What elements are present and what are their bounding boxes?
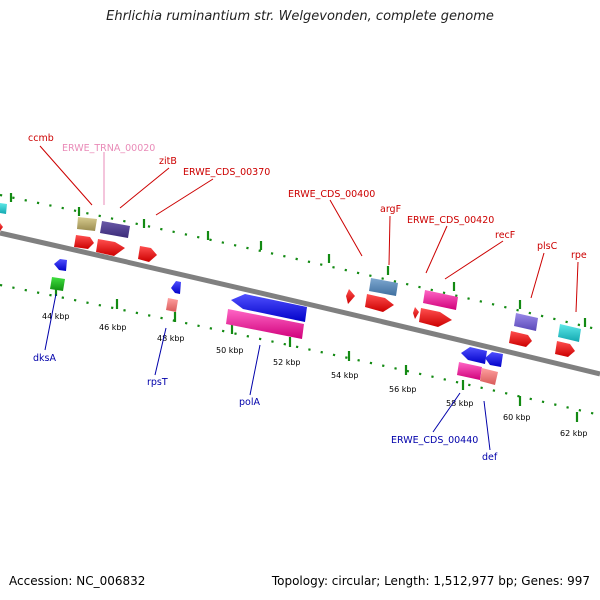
feature-red-e bbox=[419, 308, 452, 327]
gene-label-rpst: rpsT bbox=[147, 377, 168, 388]
feature-magenta-long bbox=[226, 309, 304, 339]
feature-red-tri bbox=[413, 307, 419, 319]
gene-label-recf: recF bbox=[495, 230, 515, 241]
features-forward bbox=[0, 203, 581, 357]
gene-label-zitb: zitB bbox=[159, 156, 177, 167]
gene-label-erwe-cds-00440: ERWE_CDS_00440 bbox=[391, 435, 478, 446]
feature-red-a bbox=[74, 235, 94, 249]
features-reverse bbox=[50, 259, 503, 385]
feature-zitb bbox=[100, 221, 130, 238]
scale-label: 58 kbp bbox=[446, 399, 474, 408]
leader-lines-bottom bbox=[44, 293, 491, 451]
gene-labels-bottom: dksA rpsT polA ERWE_CDS_00440 def bbox=[33, 353, 498, 463]
feature-def bbox=[480, 368, 498, 385]
scale-label: 50 kbp bbox=[216, 346, 244, 355]
feature-blue-rpst bbox=[171, 281, 181, 294]
map-title: Ehrlichia ruminantium str. Welgevonden, … bbox=[106, 9, 494, 24]
gene-label-argf: argF bbox=[380, 204, 401, 215]
genome-summary: Topology: circular; Length: 1,512,977 bp… bbox=[271, 574, 590, 588]
feature-rpe bbox=[558, 324, 581, 342]
feature-blue-b bbox=[485, 352, 503, 367]
feature-salmon bbox=[166, 298, 178, 312]
gene-label-erwe-cds-00420: ERWE_CDS_00420 bbox=[407, 215, 494, 226]
feature-ccmb bbox=[77, 217, 97, 231]
gene-label-ccmb: ccmb bbox=[28, 133, 54, 144]
feature-cyan-left bbox=[0, 203, 7, 214]
feature-argf bbox=[369, 278, 398, 296]
feature-red-d bbox=[365, 294, 394, 312]
gene-labels-top: ccmb ERWE_TRNA_00020 zitB ERWE_CDS_00370… bbox=[28, 133, 587, 261]
gene-label-dksa: dksA bbox=[33, 353, 56, 364]
gene-label-rpe: rpe bbox=[571, 250, 587, 261]
feature-blue-dksa bbox=[54, 259, 67, 271]
feature-red-g bbox=[555, 341, 575, 357]
feature-green bbox=[50, 277, 65, 291]
feature-erwe-cds-00440 bbox=[457, 362, 482, 380]
feature-blue-a bbox=[461, 347, 487, 364]
feature-red-b bbox=[96, 239, 125, 256]
scale-label: 54 kbp bbox=[331, 371, 359, 380]
scale-label: 52 kbp bbox=[273, 358, 301, 367]
scale-label: 62 kbp bbox=[560, 429, 588, 438]
scale-label: 48 kbp bbox=[157, 334, 185, 343]
gene-label-plsc: plsC bbox=[537, 241, 558, 252]
scale-label: 60 kbp bbox=[503, 413, 531, 422]
feature-red-f bbox=[509, 331, 532, 347]
scale-labels: 44 kbp 46 kbp 48 kbp 50 kbp 52 kbp 54 kb… bbox=[42, 312, 588, 438]
genome-backbone bbox=[0, 230, 600, 377]
feature-red-left bbox=[0, 223, 3, 231]
feature-red-small bbox=[346, 289, 355, 304]
gene-label-pola: polA bbox=[239, 397, 260, 408]
gene-label-erwe-cds-00400: ERWE_CDS_00400 bbox=[288, 189, 375, 200]
feature-red-c bbox=[138, 246, 157, 262]
gene-label-def: def bbox=[482, 452, 498, 463]
scale-label: 56 kbp bbox=[389, 385, 417, 394]
accession-label: Accession: NC_006832 bbox=[9, 574, 146, 588]
feature-pola bbox=[231, 294, 307, 322]
scale-label: 46 kbp bbox=[99, 323, 127, 332]
feature-erwe-cds-00420 bbox=[423, 290, 458, 310]
leader-lines-top bbox=[39, 145, 579, 313]
feature-plsc bbox=[514, 313, 538, 331]
gene-label-erwe-trna-00020: ERWE_TRNA_00020 bbox=[62, 143, 155, 154]
scale-label: 44 kbp bbox=[42, 312, 70, 321]
gene-label-erwe-cds-00370: ERWE_CDS_00370 bbox=[183, 167, 270, 178]
